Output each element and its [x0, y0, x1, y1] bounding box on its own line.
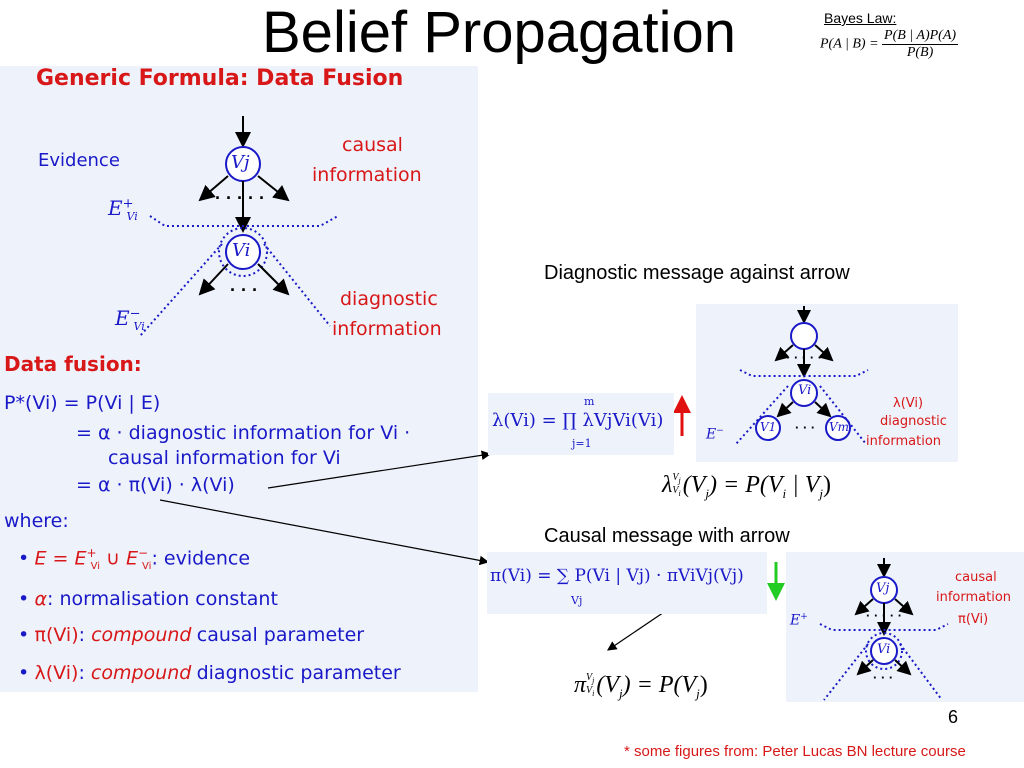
diag-node-v1-label: V1 — [760, 420, 777, 434]
diag-label-2: information — [332, 318, 442, 340]
bayes-fraction: P(B | A)P(A) P(B) — [882, 28, 959, 61]
bullet-alpha: • α: normalisation constant — [18, 588, 278, 610]
pi-formula: π(Vi) = ∑ P(Vi | Vj) · πViVj(Vj) — [490, 566, 744, 586]
bayes-formula: P(A | B) = P(B | A)P(A) P(B) — [820, 28, 959, 61]
arrow-to-pi — [159, 499, 490, 566]
diag-lambda-label: λ(Vi) — [893, 396, 924, 411]
node-vi — [225, 234, 261, 270]
node-parent — [790, 322, 818, 350]
causal-pi-label: π(Vi) — [958, 612, 989, 627]
lambda-prod-bottom: j=1 — [572, 437, 592, 450]
lambda-formula: λ(Vi) = ∏ λVjVi(Vi) — [492, 410, 664, 431]
diag-eminus-label: E− — [706, 426, 724, 443]
diag-info-label-1: diagnostic — [880, 414, 947, 429]
fusion-line-1: P*(Vi) = P(Vi | E) — [4, 392, 161, 414]
causal-caption: Causal message with arrow — [544, 525, 790, 547]
diag-boundary-left — [139, 243, 223, 337]
node-vi-label: Vi — [232, 240, 251, 261]
node-vi-causal — [870, 637, 898, 665]
node-vi-diag — [790, 379, 818, 407]
fusion-line-3: causal information for Vi — [108, 447, 341, 469]
node-v1 — [755, 415, 781, 441]
bullet-evidence: • E = E+Vi ∪ E−Vi: evidence — [18, 546, 251, 573]
causal-diagram — [819, 558, 949, 701]
node-vj-label: Vj — [231, 152, 250, 173]
bayes-label: Bayes Law: — [824, 10, 897, 26]
pi-sum-bottom: Vj — [571, 594, 583, 607]
fusion-line-2: = α · diagnostic information for Vi · — [76, 422, 411, 444]
data-fusion-heading: Data fusion: — [4, 352, 142, 376]
diag-info-label-2: information — [866, 434, 942, 449]
bayes-numerator: P(B | A)P(A) — [882, 28, 959, 45]
diag-node-vm-label: Vm — [829, 420, 850, 434]
causal-label-b: information — [936, 590, 1012, 605]
slide-title: Belief Propagation — [262, 0, 736, 65]
causal-dots: · · · — [873, 670, 894, 685]
dots-causal: · · · · · — [215, 188, 265, 208]
causal-dots-top: · · · · · — [866, 608, 903, 623]
arrow-to-lambda — [267, 450, 492, 489]
pi-formula-box — [487, 552, 767, 614]
page-number: 6 — [948, 707, 959, 727]
node-vm — [825, 415, 851, 441]
footer-credit: * some figures from: Peter Lucas BN lect… — [624, 743, 966, 760]
e-plus-label: E+Vi — [108, 196, 138, 223]
lambda-formula-box — [488, 393, 674, 455]
diag-dots: · · · — [795, 420, 816, 435]
causal-node-vi-label: Vi — [877, 642, 891, 657]
diagnostic-diagram-box — [696, 304, 958, 462]
causal-eplus-label: E+ — [790, 612, 808, 629]
diag-node-vi-label: Vi — [798, 383, 812, 398]
bullet-pi: • π(Vi): compound causal parameter — [18, 624, 365, 646]
bayes-lhs: P(A | B) = — [820, 36, 879, 52]
bayes-denominator: P(B) — [906, 45, 934, 60]
bullet-lambda: • λ(Vi): compound diagnostic parameter — [18, 662, 401, 684]
generic-formula-heading: Generic Formula: Data Fusion — [36, 66, 404, 91]
causal-label-2: information — [312, 164, 422, 186]
causal-node-vj-label: Vj — [876, 581, 890, 596]
lambda-prod-top: m — [584, 395, 595, 408]
evidence-label: Evidence — [38, 150, 120, 171]
data-fusion-diagram — [139, 116, 339, 337]
causal-label-1: causal — [342, 134, 403, 156]
diag-dots-top: · · · · · — [786, 350, 823, 365]
where-label: where: — [4, 510, 69, 532]
diagnostic-diagram — [735, 306, 869, 445]
causal-boundary — [149, 215, 339, 227]
causal-label-a: causal — [955, 570, 997, 585]
fusion-line-4: = α · π(Vi) · λ(Vi) — [76, 474, 235, 496]
dots-diag: · · · — [230, 280, 258, 300]
e-minus-label: E−Vi — [115, 306, 145, 333]
diag-label-1: diagnostic — [340, 288, 438, 310]
diagnostic-caption: Diagnostic message against arrow — [544, 262, 850, 284]
